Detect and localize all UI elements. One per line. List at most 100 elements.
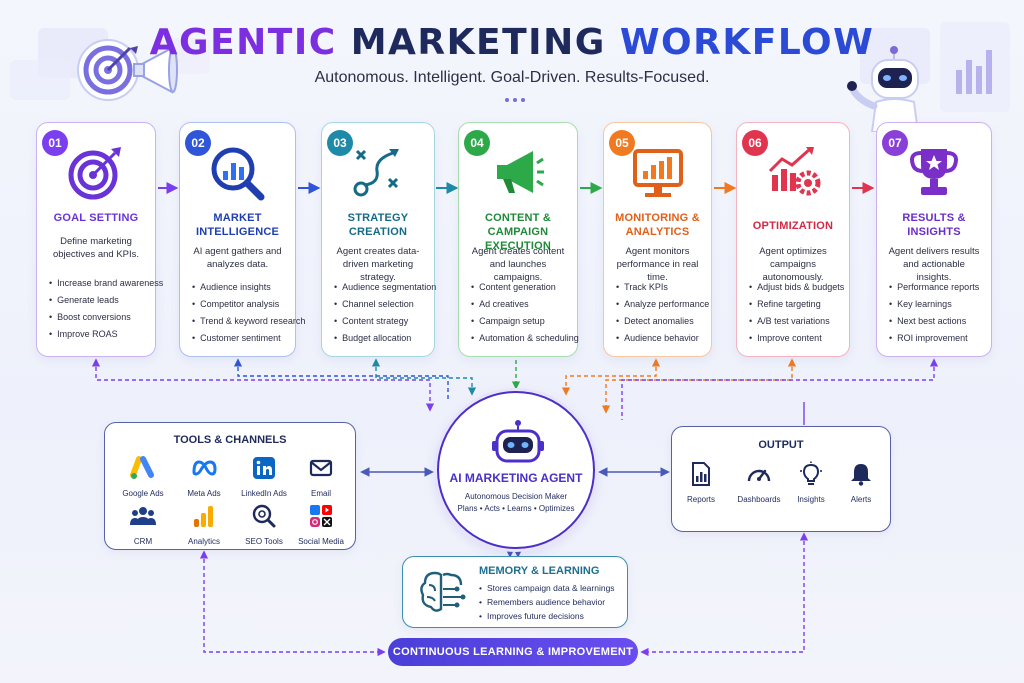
gauge-icon	[747, 469, 771, 482]
list-item: A/B test variations	[749, 313, 845, 330]
tool-seo-tools: SEO Tools	[229, 503, 299, 546]
trophy-icon	[910, 149, 958, 195]
output-dashboards: Dashboards	[732, 461, 786, 504]
target-icon	[68, 147, 121, 200]
list-item: Analyze performance	[616, 296, 709, 313]
growth-gear-icon	[768, 147, 821, 196]
list-item: Key learnings	[889, 296, 987, 313]
list-item: Stores campaign data & learnings	[479, 581, 615, 595]
step-number: 02	[185, 130, 211, 156]
step-number: 03	[327, 130, 353, 156]
list-item: Automation & scheduling	[471, 330, 579, 347]
target-megaphone-illustration	[77, 39, 178, 101]
step-number: 01	[42, 130, 68, 156]
list-item: Trend & keyword research	[192, 313, 305, 330]
step-items: Audience insights Competitor analysis Tr…	[192, 279, 305, 347]
list-item: Audience segmentation	[334, 279, 436, 296]
linkedin-icon	[253, 457, 275, 479]
step-number: 07	[882, 130, 908, 156]
tool-linkedin-ads: LinkedIn Ads	[229, 455, 299, 498]
step-card-optimization: 06 OPTIMIZATION Agent optimizes campaign…	[736, 122, 850, 357]
tool-google-ads: Google Ads	[108, 455, 178, 498]
ai-marketing-agent: AI MARKETING AGENT Autonomous Decision M…	[437, 391, 595, 549]
list-item: ROI improvement	[889, 330, 987, 347]
magnifier-chart-icon	[211, 147, 264, 201]
list-item: Next best actions	[889, 313, 987, 330]
output-box: OUTPUT Reports Dashboards Insights	[671, 426, 891, 532]
list-item: Performance reports	[889, 279, 987, 296]
agent-capabilities: Plans • Acts • Learns • Optimizes	[457, 504, 575, 513]
list-item: Audience insights	[192, 279, 291, 296]
list-item: Audience behavior	[616, 330, 707, 347]
megaphone-icon	[497, 151, 544, 193]
memory-title: MEMORY & LEARNING	[479, 565, 600, 577]
list-item: Content generation	[471, 279, 573, 296]
monitor-chart-icon	[632, 149, 683, 197]
subtitle-dots	[505, 98, 525, 102]
list-item: Generate leads	[49, 292, 151, 309]
list-item: Detect anomalies	[616, 313, 707, 330]
step-description: Agent creates data-driven marketing stra…	[336, 246, 420, 283]
step-card-strategy-creation: 03 STRATEGY CREATION Agent creates data-…	[321, 122, 436, 357]
list-item: Content strategy	[334, 313, 430, 330]
step-title: STRATEGY CREATION	[347, 212, 409, 238]
list-item: Adjust bids & budgets	[749, 279, 845, 296]
step-title: GOAL SETTING	[53, 212, 139, 224]
continuous-learning-banner: CONTINUOUS LEARNING & IMPROVEMENT	[388, 638, 638, 666]
step-title: RESULTS & INSIGHTS	[902, 212, 966, 238]
step-title: CONTENT & CAMPAIGN EXECUTION	[485, 212, 551, 252]
list-item: Improves future decisions	[479, 609, 615, 623]
list-item: Channel selection	[334, 296, 430, 313]
output-title: OUTPUT	[758, 439, 804, 451]
step-description: Define marketing objectives and KPIs.	[52, 236, 140, 260]
list-item: Improve content	[749, 330, 845, 347]
reports-icon	[692, 462, 710, 486]
memory-items: Stores campaign data & learnings Remembe…	[479, 581, 615, 623]
seo-search-icon	[252, 504, 276, 528]
list-item: Competitor analysis	[192, 296, 291, 313]
step-items: Performance reports Key learnings Next b…	[889, 279, 987, 347]
step-items: Audience segmentation Channel selection …	[334, 279, 436, 347]
step-items: Increase brand awareness Generate leads …	[49, 275, 163, 343]
tool-social-media: Social Media	[286, 503, 356, 546]
list-item: Boost conversions	[49, 309, 151, 326]
step-card-results-insights: 07 RESULTS & INSIGHTS Agent delivers res…	[876, 122, 992, 357]
agent-subtitle: Autonomous Decision Maker	[464, 492, 568, 501]
output-alerts: Alerts	[836, 461, 886, 504]
step-title: OPTIMIZATION	[752, 220, 834, 232]
title-word-workflow: WORKFLOW	[619, 22, 875, 63]
step-card-monitoring-analytics: 05 MONITORING & ANALYTICS Agent monitors…	[603, 122, 712, 357]
list-item: Increase brand awareness	[49, 275, 163, 292]
step-description: AI agent gathers and analyzes data.	[193, 246, 282, 270]
memory-learning-box: MEMORY & LEARNING Stores campaign data &…	[402, 556, 628, 628]
strategy-path-icon	[353, 149, 399, 197]
output-reports: Reports	[676, 461, 726, 504]
step-number: 04	[464, 130, 490, 156]
analytics-icon	[194, 506, 213, 527]
step-description: Agent optimizes campaigns autonomously.	[759, 246, 827, 283]
tool-crm: CRM	[108, 503, 178, 546]
title-word-agentic: AGENTIC	[149, 22, 337, 63]
tools-channels-box: TOOLS & CHANNELS Google Ads Meta Ads Lin…	[104, 422, 356, 550]
tool-email: Email	[286, 455, 356, 498]
step-title: MARKET INTELLIGENCE	[195, 212, 280, 238]
social-media-icon	[310, 505, 332, 527]
email-icon	[309, 459, 333, 477]
tool-analytics: Analytics	[169, 503, 239, 546]
step-description: Agent monitors performance in real time.	[616, 246, 699, 283]
lightbulb-icon	[800, 461, 822, 485]
tools-title: TOOLS & CHANNELS	[173, 434, 287, 446]
step-description: Agent creates content and launches campa…	[471, 246, 565, 283]
title-word-marketing: MARKETING	[350, 22, 606, 63]
step-items: Track KPIs Analyze performance Detect an…	[616, 279, 709, 347]
step-title: MONITORING & ANALYTICS	[615, 212, 700, 238]
list-item: Track KPIs	[616, 279, 707, 296]
tool-meta-ads: Meta Ads	[169, 455, 239, 498]
crm-users-icon	[130, 507, 156, 525]
step-number: 05	[609, 130, 635, 156]
step-card-content-execution: 04 CONTENT & CAMPAIGN EXECUTION Agent cr…	[458, 122, 579, 357]
list-item: Budget allocation	[334, 330, 430, 347]
list-item: Campaign setup	[471, 313, 573, 330]
step-items: Adjust bids & budgets Refine targeting A…	[749, 279, 845, 347]
